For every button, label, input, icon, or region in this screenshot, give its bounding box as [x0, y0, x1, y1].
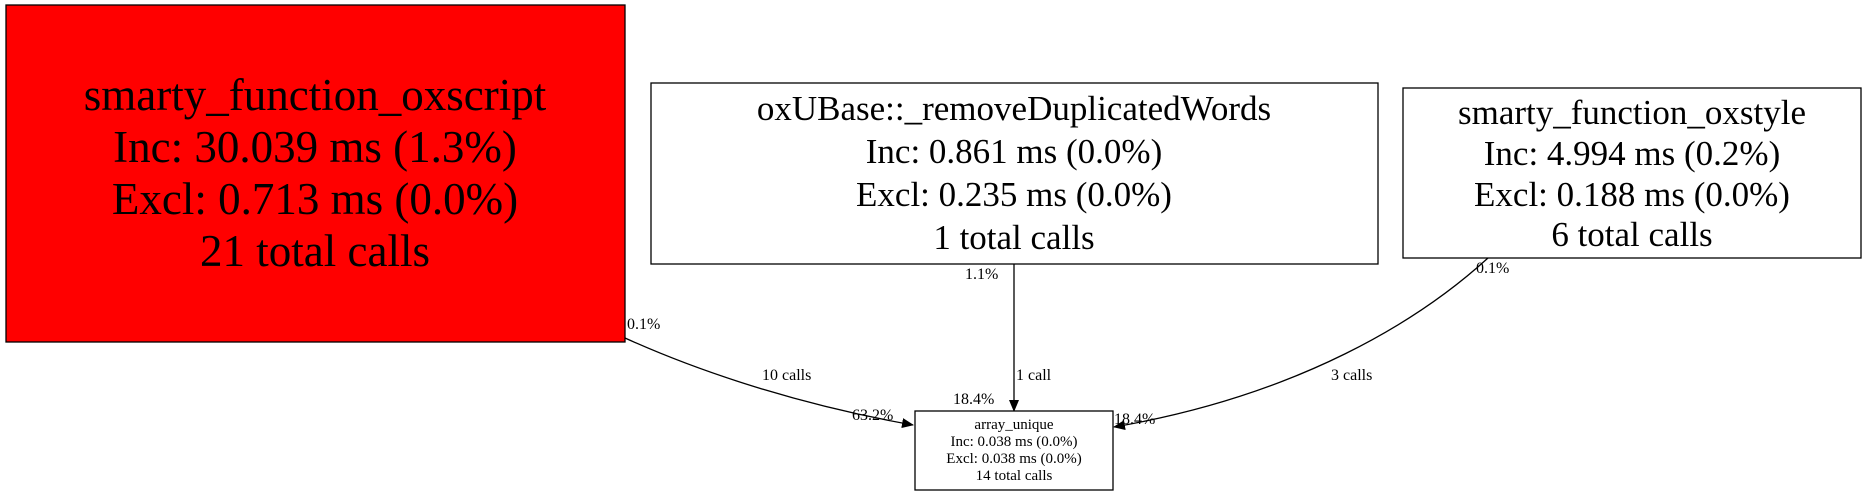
node-title: smarty_function_oxstyle — [1458, 93, 1806, 132]
edge-head-label: 18.4% — [1114, 411, 1155, 428]
node-exclusive: Excl: 0.235 ms (0.0%) — [856, 175, 1172, 214]
node-calls: 14 total calls — [976, 468, 1053, 484]
edge-line — [1113, 257, 1489, 431]
node-calls: 1 total calls — [933, 218, 1094, 257]
edge-oxscript-to-array-unique: 0.1% 10 calls 63.2% — [624, 316, 914, 429]
node-smarty-function-oxscript[interactable]: smarty_function_oxscript Inc: 30.039 ms … — [5, 4, 626, 343]
edge-head-label: 18.4% — [953, 391, 994, 408]
node-inclusive: Inc: 4.994 ms (0.2%) — [1484, 134, 1780, 173]
edge-tail-label: 0.1% — [627, 316, 660, 333]
node-inclusive: Inc: 0.038 ms (0.0%) — [950, 434, 1077, 450]
node-smarty-function-oxstyle[interactable]: smarty_function_oxstyle Inc: 4.994 ms (0… — [1402, 87, 1862, 259]
node-title: smarty_function_oxscript — [84, 70, 547, 120]
edge-tail-label: 1.1% — [965, 266, 998, 283]
node-exclusive: Excl: 0.188 ms (0.0%) — [1474, 175, 1790, 214]
node-title: oxUBase::_removeDuplicatedWords — [757, 89, 1271, 128]
edge-remove-to-array-unique: 1.1% 1 call 18.4% — [953, 264, 1052, 412]
node-calls: 21 total calls — [200, 226, 430, 276]
node-title: array_unique — [974, 417, 1053, 433]
edge-calls-label: 1 call — [1016, 367, 1052, 384]
node-remove-duplicated-words[interactable]: oxUBase::_removeDuplicatedWords Inc: 0.8… — [650, 82, 1379, 265]
edge-calls-label: 3 calls — [1331, 367, 1372, 384]
node-inclusive: Inc: 0.861 ms (0.0%) — [866, 132, 1162, 171]
edge-line — [624, 337, 914, 429]
node-calls: 6 total calls — [1551, 215, 1712, 254]
edge-tail-label: 0.1% — [1476, 260, 1509, 277]
node-exclusive: Excl: 0.038 ms (0.0%) — [946, 451, 1081, 467]
edge-calls-label: 10 calls — [762, 367, 811, 384]
edge-head-label: 63.2% — [852, 407, 893, 424]
node-exclusive: Excl: 0.713 ms (0.0%) — [112, 174, 518, 224]
edge-oxstyle-to-array-unique: 0.1% 3 calls 18.4% — [1113, 257, 1509, 431]
node-array-unique[interactable]: array_unique Inc: 0.038 ms (0.0%) Excl: … — [914, 410, 1114, 491]
node-inclusive: Inc: 30.039 ms (1.3%) — [113, 122, 517, 172]
